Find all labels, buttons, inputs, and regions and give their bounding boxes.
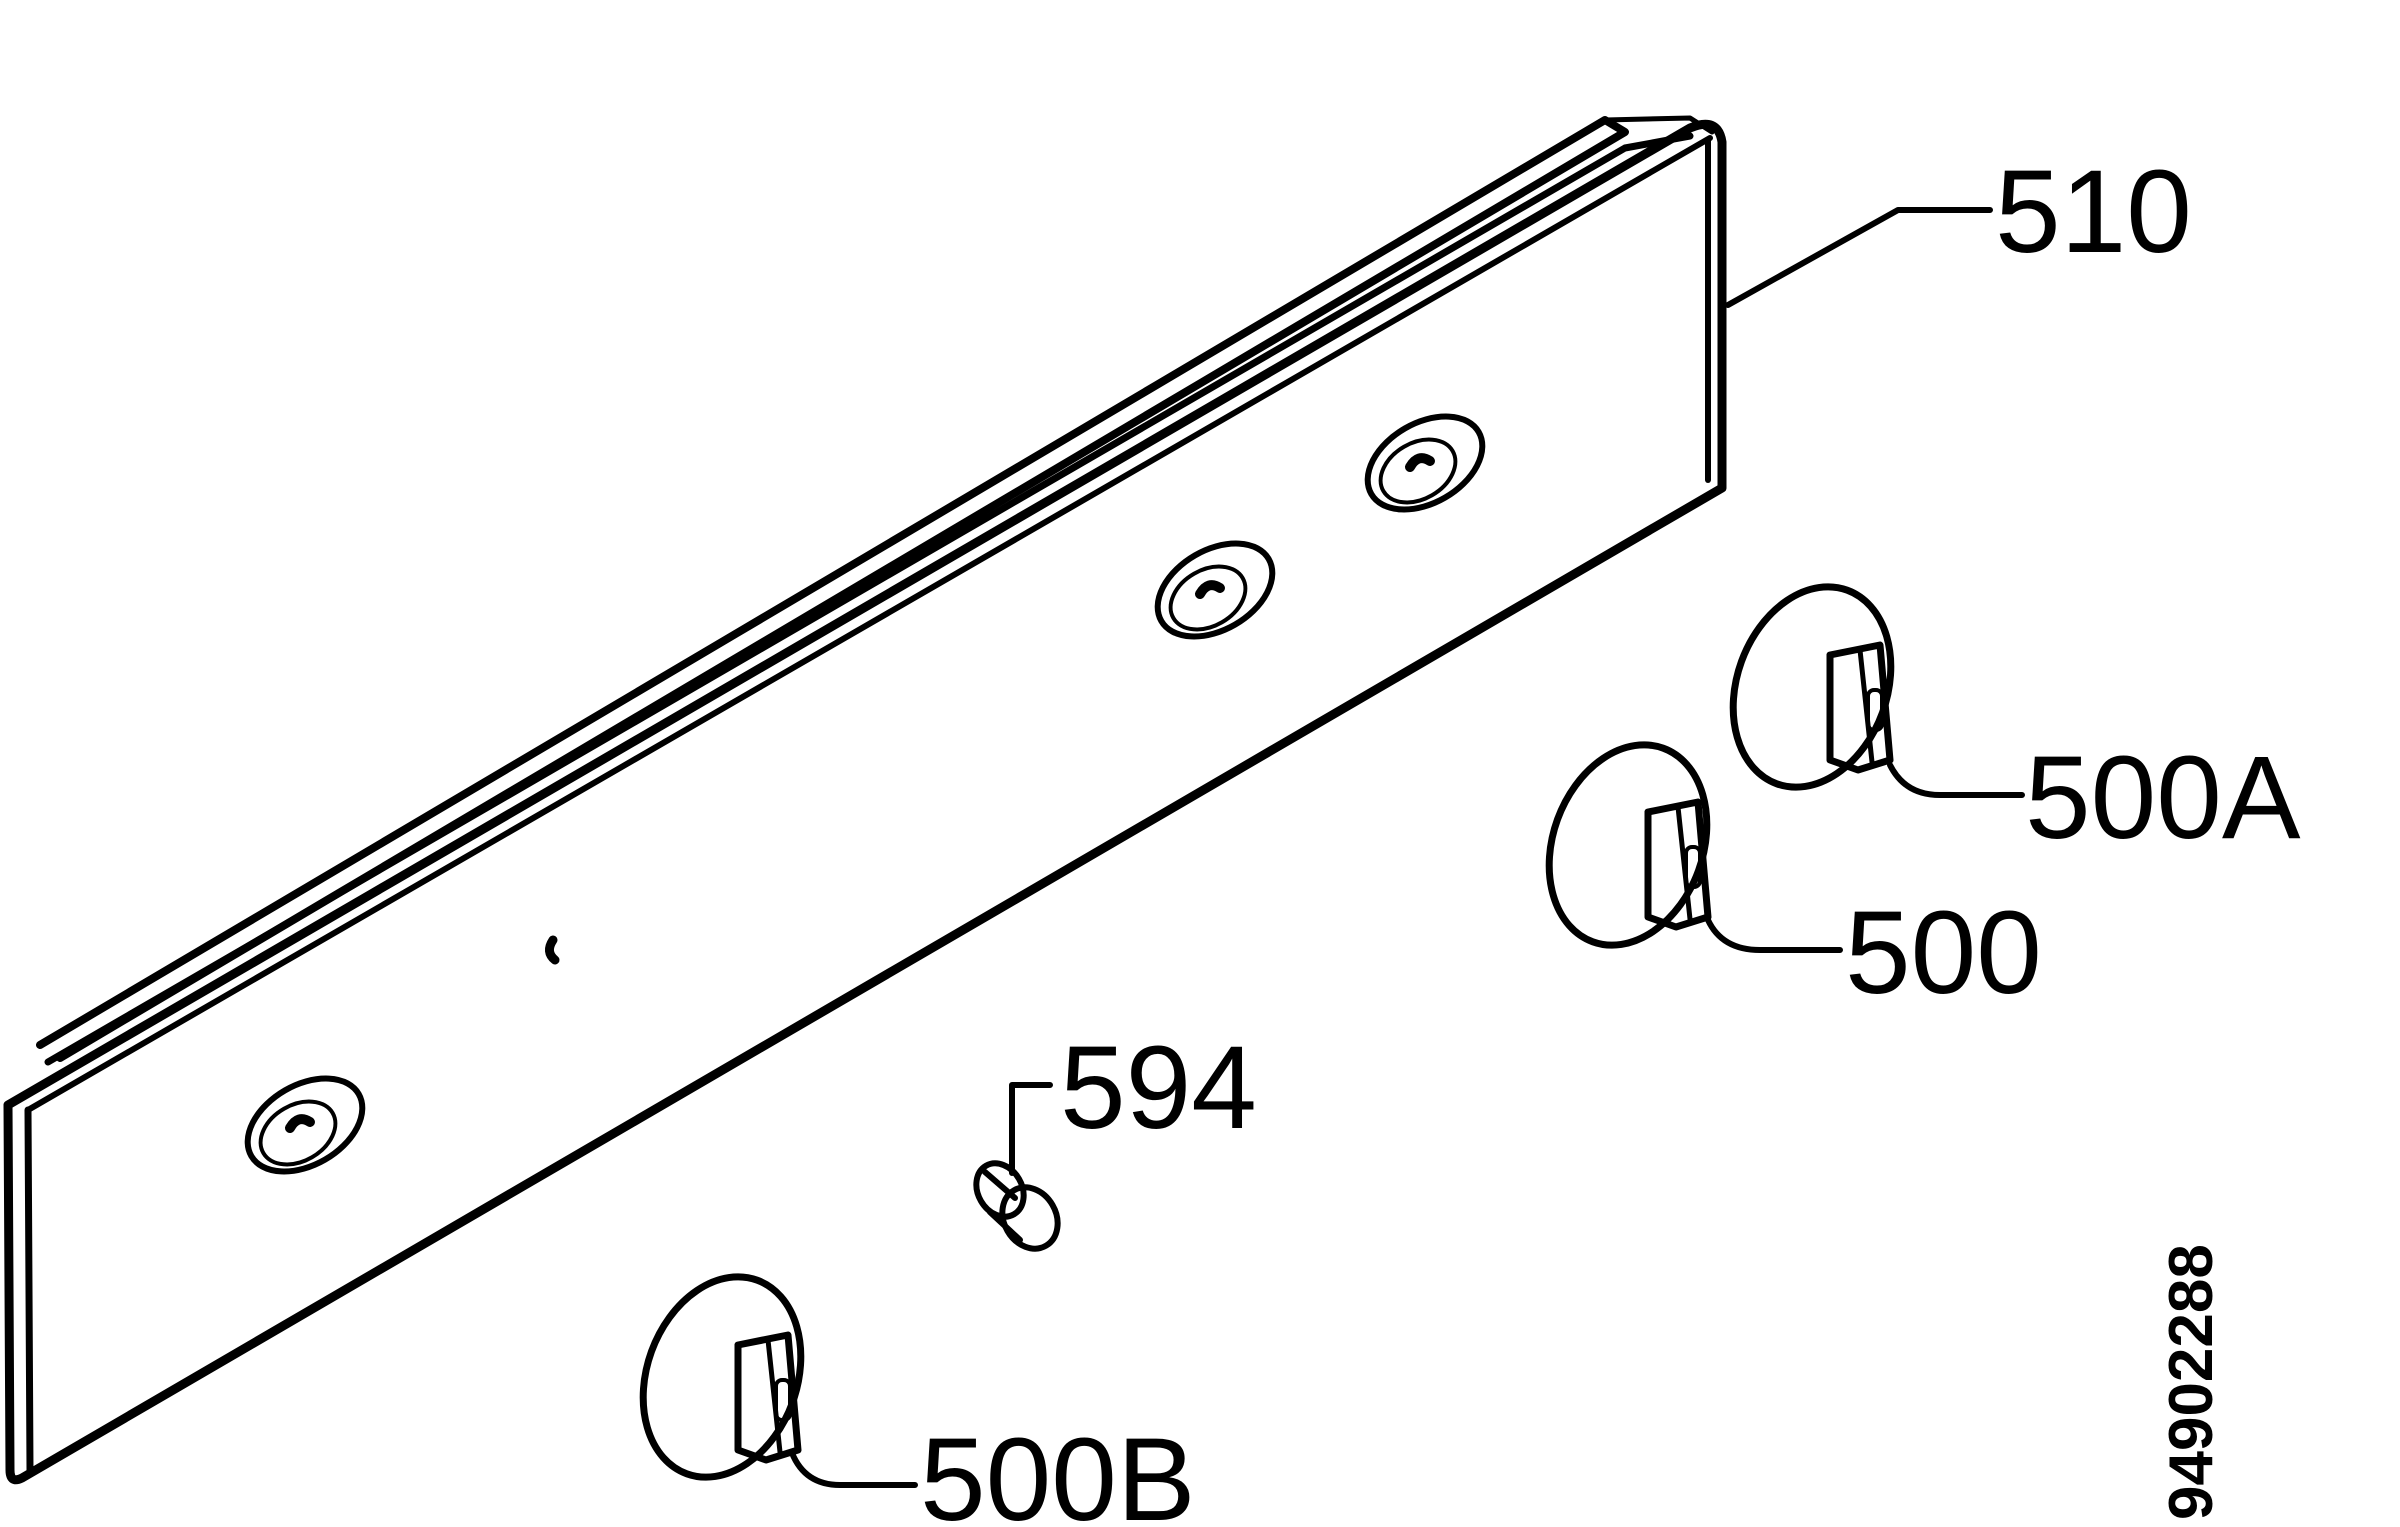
knob-500	[1545, 741, 1712, 949]
leader-lines	[789, 207, 2025, 1488]
label-510: 510	[1995, 146, 2192, 278]
panel-spindle-hole	[1154, 540, 1276, 640]
label-594: 594	[1060, 1022, 1257, 1154]
knob-500a	[1729, 583, 1895, 791]
screw-594	[973, 1160, 1061, 1252]
label-500a: 500A	[2025, 732, 2301, 864]
knob-500b	[639, 1273, 805, 1481]
panel-screw-hole	[545, 935, 560, 965]
control-panel	[3, 115, 1727, 1485]
label-500b: 500B	[920, 1414, 1196, 1527]
label-500: 500	[1845, 887, 2042, 1019]
panel-spindle-hole	[1364, 413, 1486, 513]
drawing-number: 94902288	[2157, 1244, 2226, 1520]
panel-spindle-hole	[244, 1075, 366, 1175]
